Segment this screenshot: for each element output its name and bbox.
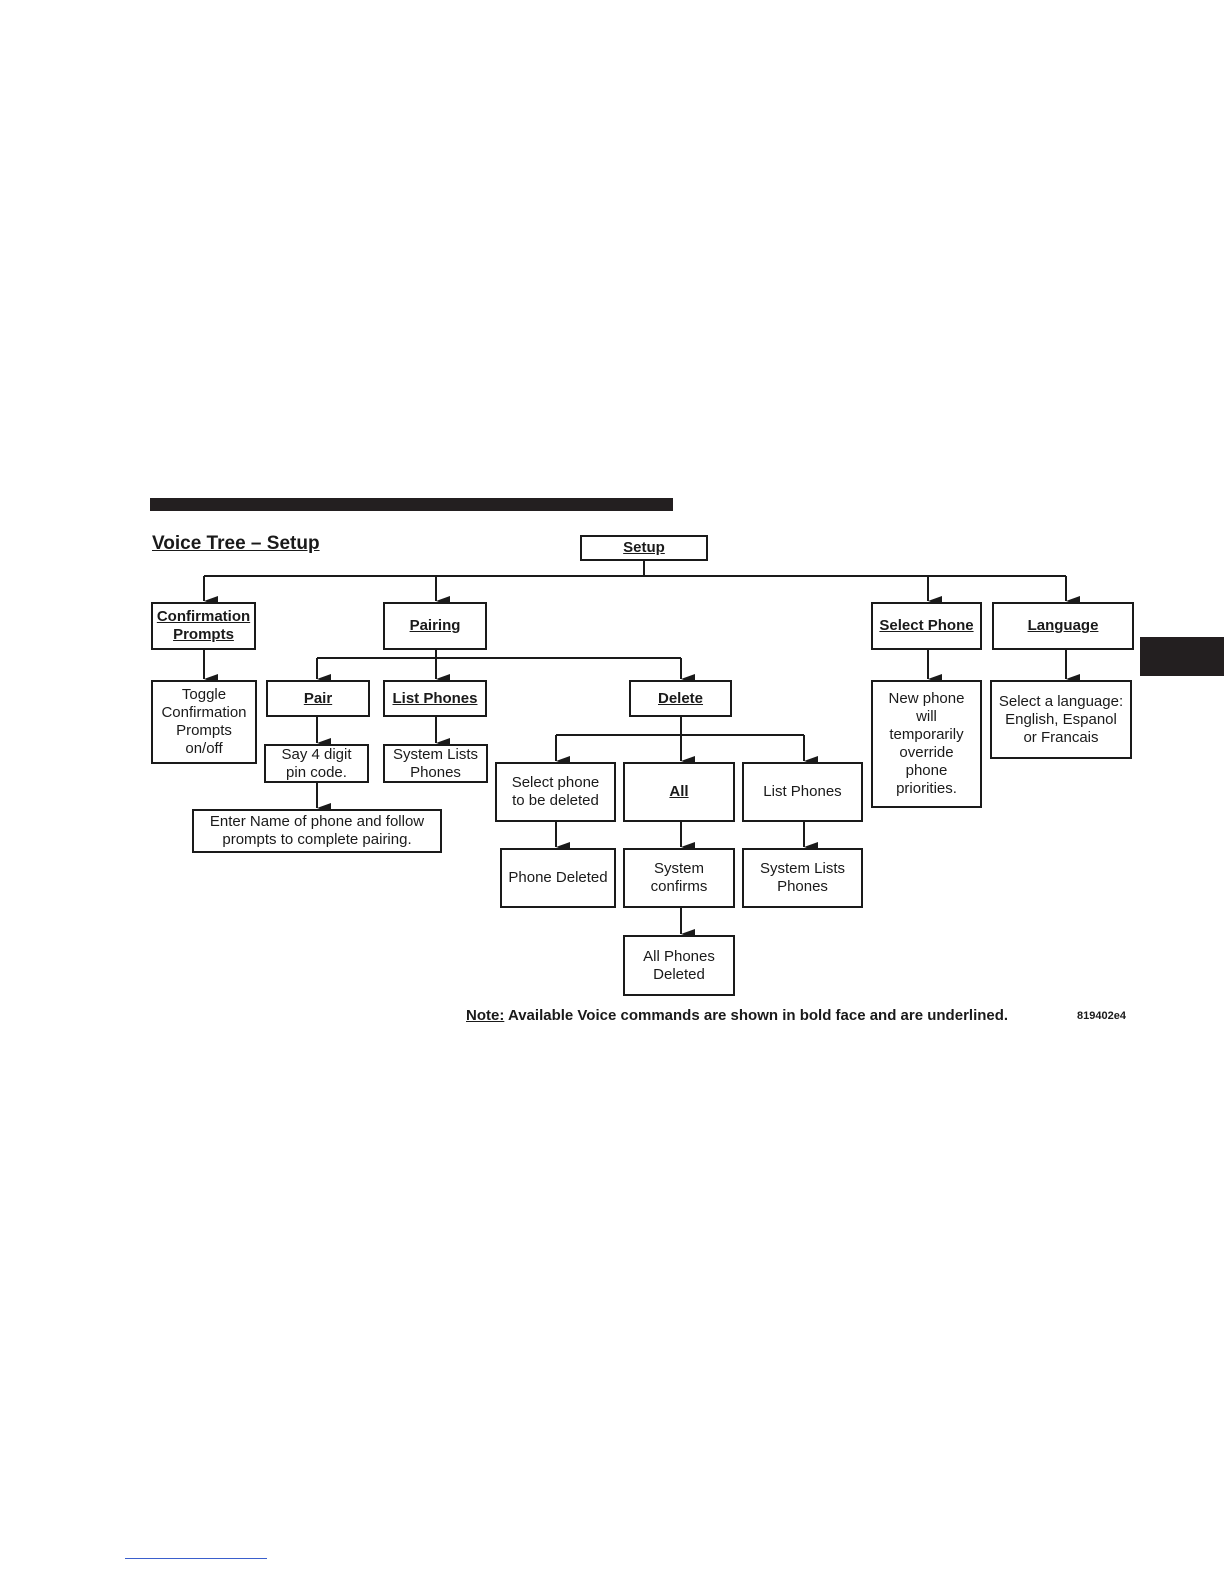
node-system-confirms: System confirms [623,848,735,908]
node-select-phone: Select Phone [871,602,982,650]
section-tab [1140,637,1224,676]
node-list-phones: List Phones [383,680,487,717]
node-select-language: Select a language: English, Espanol or F… [990,680,1132,759]
diagram-title: Voice Tree – Setup [152,533,320,554]
node-say-pin: Say 4 digit pin code. [264,744,369,783]
node-pairing: Pairing [383,602,487,650]
footer-rule [125,1558,267,1559]
node-system-lists-phones-pairing: System Lists Phones [383,744,488,783]
node-confirmation-prompts: Confirmation Prompts [151,602,256,650]
node-list-phones-delete: List Phones [742,762,863,822]
legend-note: Note: Available Voice commands are shown… [466,1007,1008,1024]
node-pair: Pair [266,680,370,717]
node-all-phones-deleted: All Phones Deleted [623,935,735,996]
node-delete: Delete [629,680,732,717]
note-lead: Note: [466,1007,505,1024]
node-new-phone-override: New phone will temporarily override phon… [871,680,982,808]
node-language: Language [992,602,1134,650]
node-system-lists-phones-delete: System Lists Phones [742,848,863,908]
node-select-phone-delete: Select phone to be deleted [495,762,616,822]
header-rule [150,498,673,511]
node-phone-deleted: Phone Deleted [500,848,616,908]
note-text: Available Voice commands are shown in bo… [504,1007,1009,1024]
node-toggle-confirmation: Toggle Confirmation Prompts on/off [151,680,257,764]
node-enter-name: Enter Name of phone and follow prompts t… [192,809,442,853]
node-setup: Setup [580,535,708,561]
figure-code: 819402e4 [1077,1010,1126,1022]
node-all: All [623,762,735,822]
